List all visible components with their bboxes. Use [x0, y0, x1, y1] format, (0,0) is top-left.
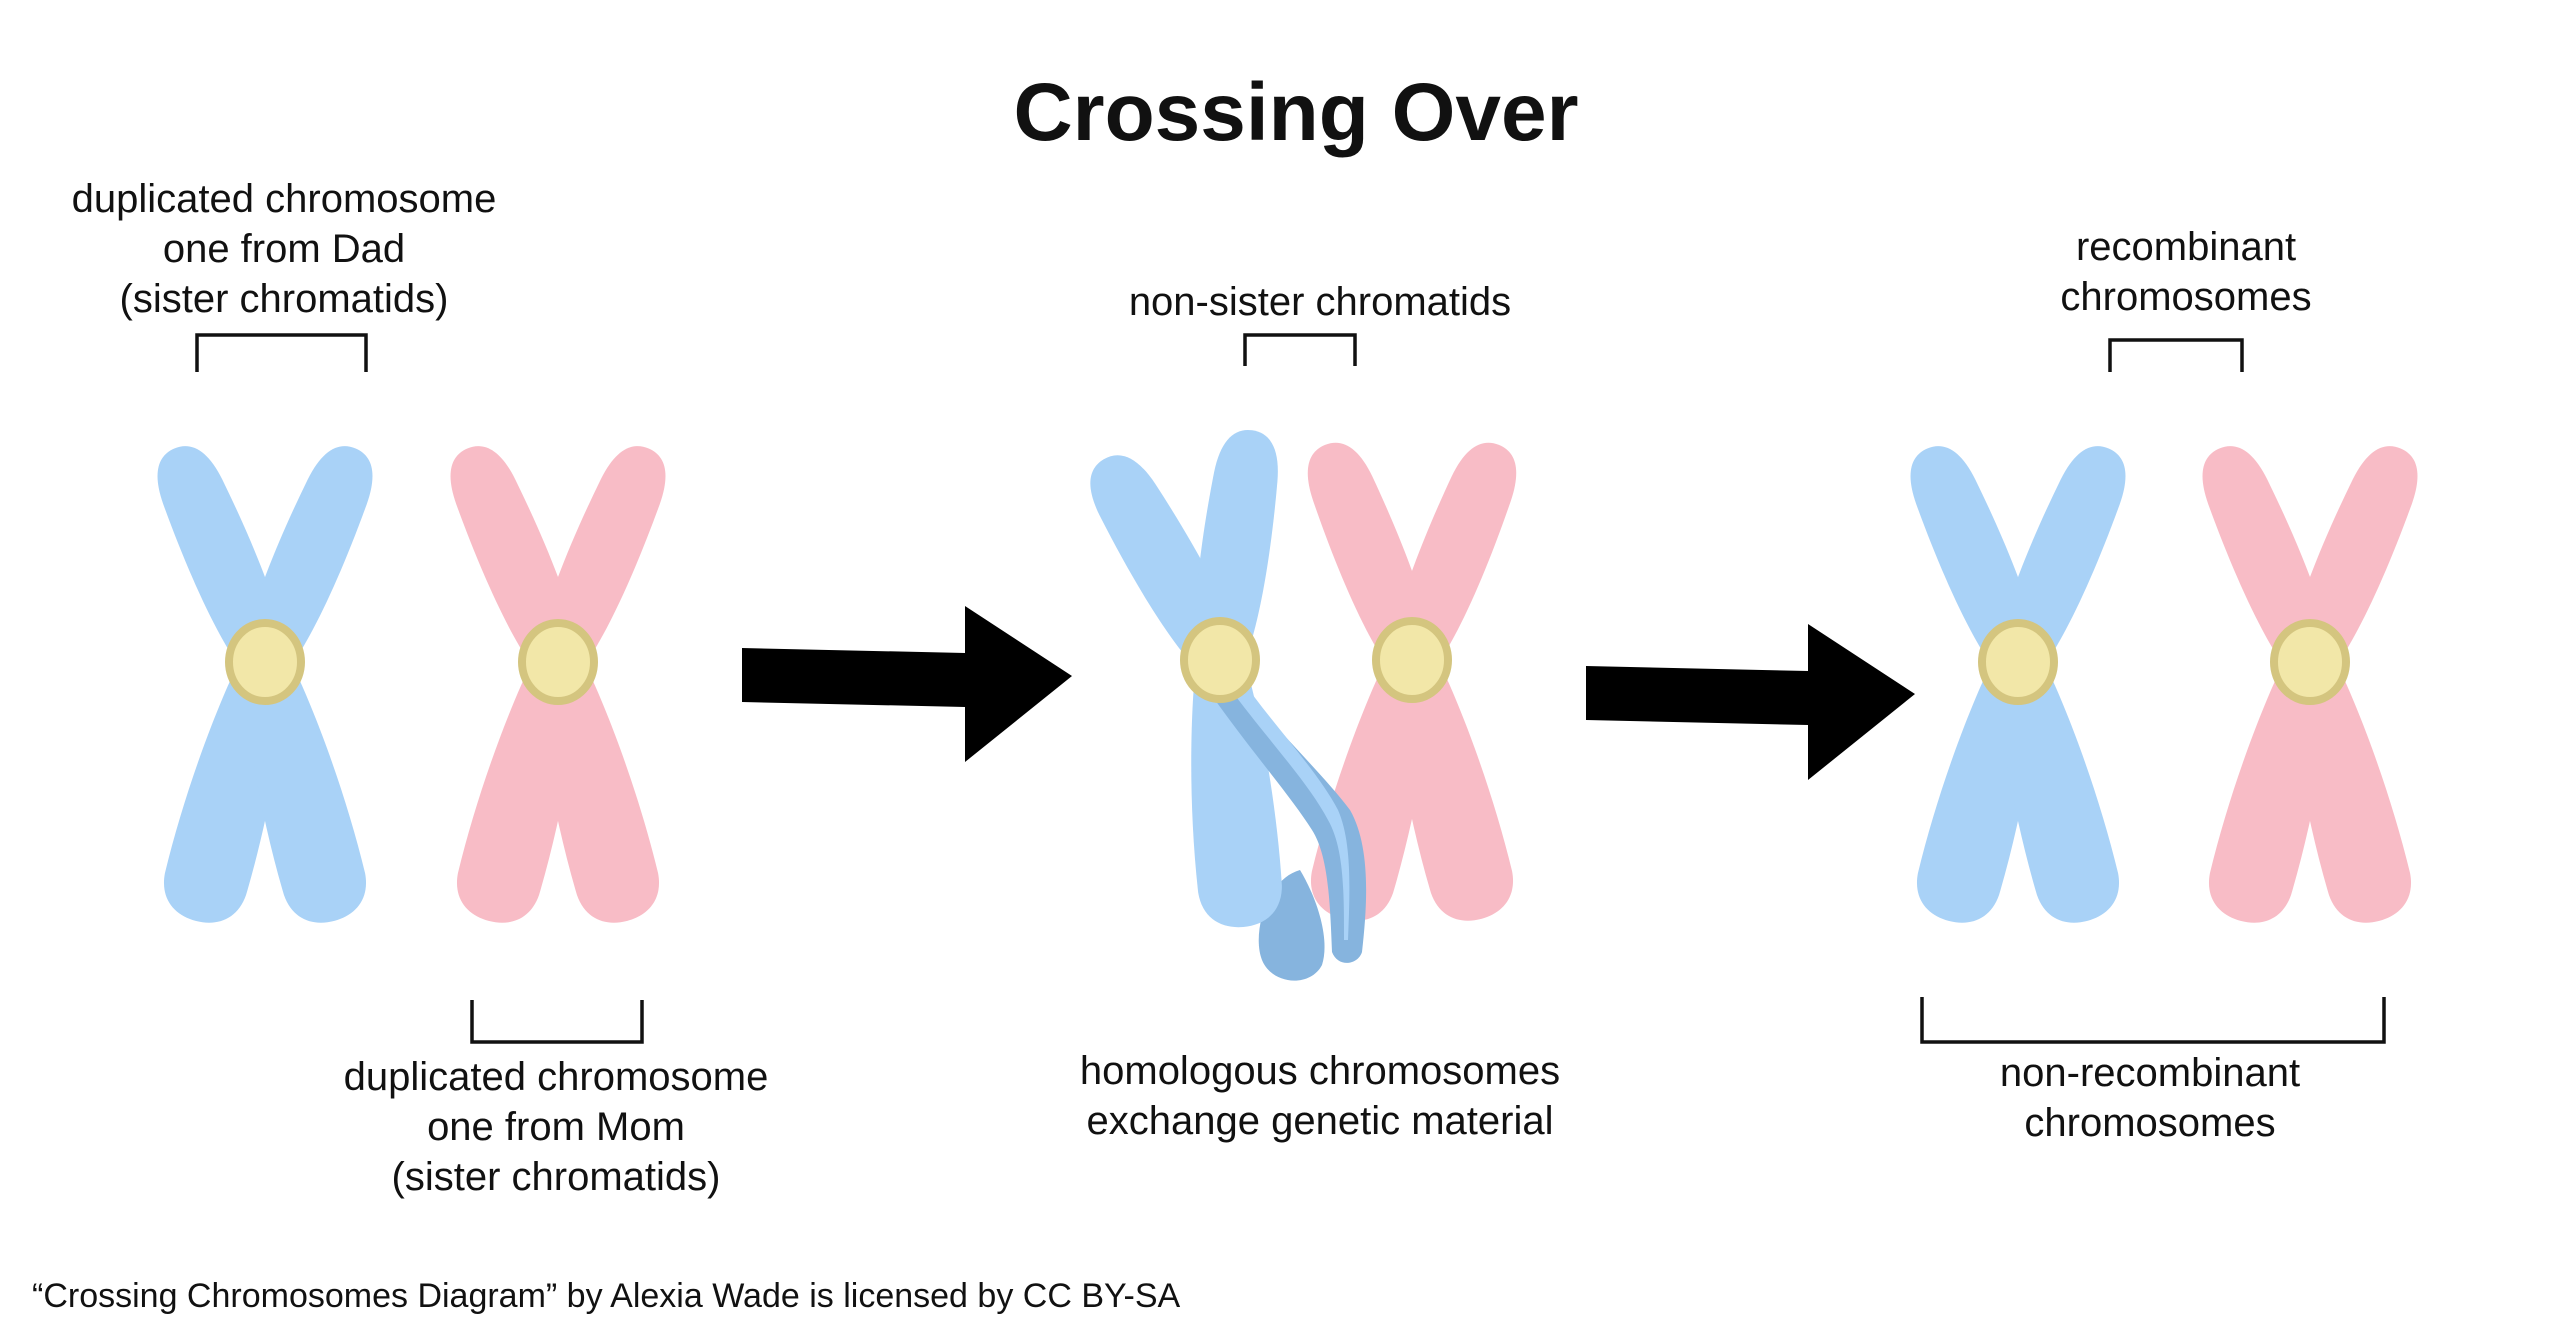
dad-chromosome [143, 435, 387, 932]
exchange-label-line-1: homologous chromosomes [1080, 1049, 1560, 1093]
mom-bracket [470, 1000, 644, 1044]
page-title: Crossing Over [1013, 67, 1578, 158]
centromere [1372, 617, 1452, 703]
arrow-right-icon [1586, 624, 1915, 780]
credit-text: “Crossing Chromosomes Diagram” by Alexia… [32, 1277, 1181, 1315]
dad-label-line-2: one from Dad [163, 227, 405, 271]
mom-label-line-3: (sister chromatids) [392, 1155, 721, 1199]
recombinant-label-line-1: recombinant [2076, 225, 2296, 269]
centromere [2270, 619, 2350, 705]
recombinant-bracket [2108, 338, 2244, 372]
dad-bracket [195, 333, 368, 372]
arrow-right-icon [742, 606, 1072, 762]
non-recombinant-label-line-2: chromosomes [2024, 1101, 2275, 1145]
mom-label-line-2: one from Mom [427, 1105, 685, 1149]
centromere [1978, 619, 2058, 705]
dad-label-line-3: (sister chromatids) [120, 277, 449, 321]
result-mom-chromosome [2188, 435, 2432, 932]
recombinant-label-line-2: chromosomes [2060, 275, 2311, 319]
non-sister-label: non-sister chromatids [1129, 280, 1511, 324]
exchange-label-line-2: exchange genetic material [1087, 1099, 1554, 1143]
non-sister-bracket [1243, 333, 1357, 366]
dad-label-line-1: duplicated chromosome [72, 177, 497, 221]
non-recombinant-bracket [1920, 997, 2386, 1044]
centromere [1180, 617, 1260, 703]
centromere [225, 619, 305, 705]
mom-chromosome [436, 435, 680, 932]
centromere [518, 619, 598, 705]
result-dad-chromosome [1896, 435, 2140, 932]
pairing-chromosomes [1074, 425, 1531, 981]
non-recombinant-label-line-1: non-recombinant [2000, 1051, 2300, 1095]
mom-label-line-1: duplicated chromosome [344, 1055, 769, 1099]
